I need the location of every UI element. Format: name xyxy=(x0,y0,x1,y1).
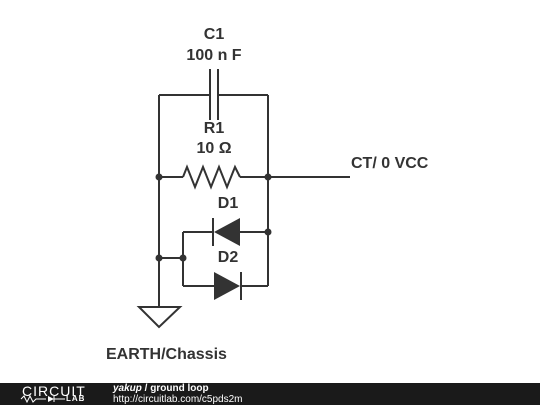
circuit-meta: yakup / ground loop http://circuitlab.co… xyxy=(113,384,243,405)
author-link[interactable]: yakup xyxy=(113,383,142,394)
footer-bar: CIRCUIT LAB yakup / ground loop http://c… xyxy=(0,383,540,405)
earth-ground-icon[interactable] xyxy=(136,306,183,329)
circuit-title-line: yakup / ground loop xyxy=(113,384,243,394)
net-label-ct: CT/ 0 VCC xyxy=(351,155,429,172)
resistor-ref-label: R1 xyxy=(204,120,225,137)
ground-label: EARTH/Chassis xyxy=(106,346,227,363)
capacitor-value-label: 100 n F xyxy=(186,47,241,64)
diode-d2-triangle xyxy=(214,272,240,300)
junction-dot xyxy=(264,173,272,181)
resistor-r1[interactable] xyxy=(159,164,268,190)
diode-d1-label: D1 xyxy=(218,195,239,212)
resistor-value-label: 10 Ω xyxy=(196,140,231,157)
diode-d1[interactable] xyxy=(182,218,268,286)
junction-dot xyxy=(264,228,272,236)
diode-d1-triangle xyxy=(214,218,240,246)
circuit-url-link[interactable]: http://circuitlab.com/c5pds2m xyxy=(113,394,243,405)
diode-d2-label: D2 xyxy=(218,249,239,266)
circuitlab-logo[interactable]: CIRCUIT LAB xyxy=(20,384,100,404)
diode-d2[interactable] xyxy=(183,272,268,300)
logo-word-lab: LAB xyxy=(66,394,86,403)
capacitor-c1[interactable] xyxy=(159,69,268,120)
resistor-zigzag xyxy=(182,164,241,190)
junction-dot xyxy=(155,254,163,262)
junction-dot xyxy=(179,254,187,262)
title-separator: / xyxy=(141,383,151,394)
capacitor-ref-label: C1 xyxy=(204,26,225,43)
junction-dot xyxy=(155,173,163,181)
logo-resistor-diode-icon xyxy=(20,395,65,403)
circuit-title-link[interactable]: ground loop xyxy=(150,383,209,394)
schematic-canvas: C1 100 n F R1 10 Ω D1 D2 CT/ 0 VCC EARTH… xyxy=(106,26,429,363)
logo-word-circuit: CIRCUIT xyxy=(22,383,86,399)
